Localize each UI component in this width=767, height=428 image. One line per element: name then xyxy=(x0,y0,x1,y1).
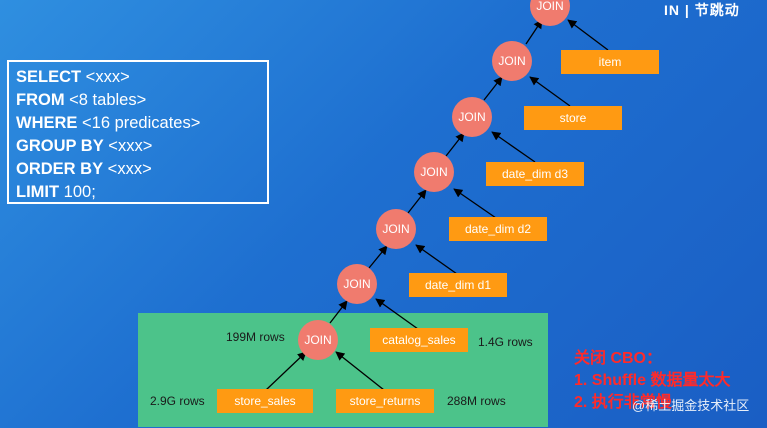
sql-line-limit: LIMIT 100; xyxy=(16,183,96,201)
watermark: @稀土掘金技术社区 xyxy=(632,398,750,413)
edge-d2-join4 xyxy=(453,188,497,219)
table-date-dim-d2: date_dim d2 xyxy=(449,217,547,241)
edge-join7-join6 xyxy=(329,300,348,324)
edge-item-join1 xyxy=(567,19,609,51)
edge-join5-join4 xyxy=(407,189,427,214)
sql-line-select: SELECT <xxx> xyxy=(16,68,130,86)
join-node-5: JOIN xyxy=(376,209,416,249)
edge-join6-join5 xyxy=(368,245,388,269)
edge-d3-join3 xyxy=(491,131,536,163)
table-date-dim-d1: date_dim d1 xyxy=(409,273,507,297)
rows-join-bottom: 199M rows xyxy=(226,330,285,344)
rows-store-returns: 288M rows xyxy=(447,394,506,408)
edge-catalog-join6 xyxy=(375,298,419,330)
edge-store-join2 xyxy=(529,76,571,107)
edge-d1-join5 xyxy=(415,244,458,275)
table-store-sales: store_sales xyxy=(217,389,313,413)
join-node-6: JOIN xyxy=(337,264,377,304)
cbo-off-notes: 关闭 CBO： 1. Shuffle 数据量太大 2. 执行非常慢 xyxy=(574,348,730,414)
sql-line-from: FROM <8 tables> xyxy=(16,91,147,109)
table-store: store xyxy=(524,106,622,130)
table-item: item xyxy=(561,50,659,74)
sql-line-order-by: ORDER BY <xxx> xyxy=(16,160,152,178)
edge-storereturns-join7 xyxy=(335,351,385,391)
edge-join2-join1 xyxy=(525,19,543,45)
rows-store-sales: 2.9G rows xyxy=(150,394,205,408)
sql-query-box: SELECT <xxx> FROM <8 tables> WHERE <16 p… xyxy=(7,60,269,204)
brand-logo: IN | 节跳动 xyxy=(664,2,740,18)
join-node-3: JOIN xyxy=(452,97,492,137)
edge-join3-join2 xyxy=(483,76,503,101)
notes-title: 关闭 CBO： xyxy=(574,350,663,367)
sql-line-where: WHERE <16 predicates> xyxy=(16,114,201,132)
edge-join4-join3 xyxy=(445,132,465,157)
table-catalog-sales: catalog_sales xyxy=(370,328,468,352)
join-node-4: JOIN xyxy=(414,152,454,192)
sql-line-group-by: GROUP BY <xxx> xyxy=(16,137,153,155)
join-node-2: JOIN xyxy=(492,41,532,81)
notes-line-2: 2. 执行非常慢 xyxy=(574,394,672,411)
rows-catalog-sales: 1.4G rows xyxy=(478,335,533,349)
notes-line-1: 1. Shuffle 数据量太大 xyxy=(574,372,731,389)
table-date-dim-d3: date_dim d3 xyxy=(486,162,584,186)
join-node-7: JOIN xyxy=(298,320,338,360)
edge-storesales-join7 xyxy=(265,351,307,391)
table-store-returns: store_returns xyxy=(336,389,434,413)
